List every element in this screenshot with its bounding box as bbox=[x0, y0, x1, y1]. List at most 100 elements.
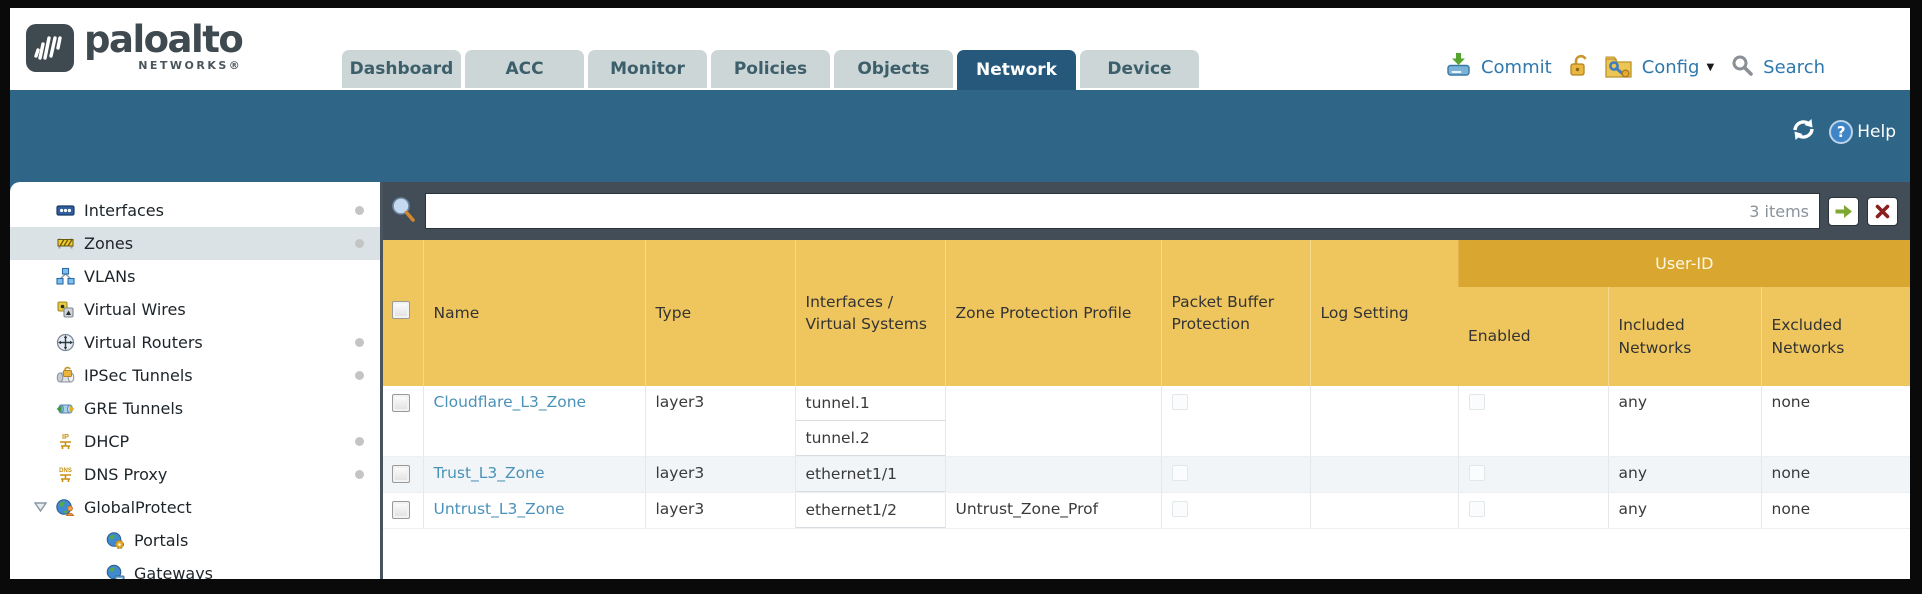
zone-name-link[interactable]: Untrust_L3_Zone bbox=[433, 500, 565, 518]
top-actions: Commit Config ▼ bbox=[1445, 52, 1825, 83]
row-checkbox[interactable] bbox=[392, 501, 410, 519]
zone-type: layer3 bbox=[644, 492, 795, 529]
sidebar-item-ipsec-tunnels[interactable]: IPSec Tunnels bbox=[10, 359, 380, 392]
status-dot bbox=[355, 239, 364, 248]
interface-value: ethernet1/2 bbox=[795, 493, 945, 528]
zone-protection-profile bbox=[944, 456, 1161, 493]
col-header-interfaces[interactable]: Interfaces / Virtual Systems bbox=[794, 240, 945, 386]
enabled-checkbox[interactable] bbox=[1468, 465, 1485, 481]
row-checkbox[interactable] bbox=[392, 465, 410, 483]
search-button[interactable]: Search bbox=[1763, 57, 1825, 78]
expand-triangle-icon[interactable] bbox=[34, 501, 47, 514]
brand-sub: NETWORKS® bbox=[138, 58, 243, 72]
sidebar-item-virtual-routers[interactable]: Virtual Routers bbox=[10, 326, 380, 359]
log-setting bbox=[1309, 492, 1458, 529]
col-header-packet-buffer-protection[interactable]: Packet Buffer Protection bbox=[1160, 240, 1310, 386]
row-checkbox[interactable] bbox=[392, 394, 410, 412]
config-icon[interactable] bbox=[1604, 53, 1633, 83]
table-row: Cloudflare_L3_Zone layer3 tunnel.1 tunne… bbox=[383, 386, 1910, 457]
help-label: Help bbox=[1857, 121, 1896, 142]
sidebar-item-dns-proxy[interactable]: DNS DNS Proxy bbox=[10, 458, 380, 491]
sidebar-item-portals[interactable]: Portals bbox=[10, 524, 380, 557]
network-sidebar: Interfaces Zones VLANs bbox=[10, 182, 380, 579]
interface-value: tunnel.2 bbox=[795, 421, 945, 456]
sidebar-label: Virtual Wires bbox=[84, 300, 186, 319]
tab-objects[interactable]: Objects bbox=[834, 50, 953, 88]
search-icon[interactable] bbox=[1731, 54, 1754, 81]
excluded-networks: none bbox=[1760, 492, 1910, 529]
tab-device[interactable]: Device bbox=[1080, 50, 1199, 88]
commit-button[interactable]: Commit bbox=[1480, 57, 1552, 78]
tab-policies[interactable]: Policies bbox=[711, 50, 830, 88]
sidebar-label: IPSec Tunnels bbox=[84, 366, 193, 385]
select-all-checkbox[interactable] bbox=[392, 300, 410, 319]
sidebar-label: Virtual Routers bbox=[84, 333, 203, 352]
lock-icon[interactable] bbox=[1567, 53, 1591, 83]
zone-name-link[interactable]: Trust_L3_Zone bbox=[433, 464, 545, 482]
apply-filter-button[interactable] bbox=[1828, 196, 1859, 226]
sidebar-label: DHCP bbox=[84, 432, 130, 451]
col-header-name[interactable]: Name bbox=[422, 240, 645, 386]
sidebar-label: Gateways bbox=[134, 564, 214, 579]
filter-search-icon[interactable] bbox=[389, 194, 417, 228]
sidebar-item-zones[interactable]: Zones bbox=[10, 227, 380, 260]
tab-acc[interactable]: ACC bbox=[465, 50, 584, 88]
sidebar-item-gre-tunnels[interactable]: GRE Tunnels bbox=[10, 392, 380, 425]
config-button[interactable]: Config bbox=[1641, 57, 1700, 78]
config-dropdown-caret[interactable]: ▼ bbox=[1706, 62, 1715, 73]
sidebar-label: GlobalProtect bbox=[84, 498, 192, 517]
brand-name: paloalto bbox=[84, 18, 244, 61]
included-networks: any bbox=[1607, 492, 1761, 529]
help-button[interactable]: ? Help bbox=[1829, 119, 1896, 144]
zone-type: layer3 bbox=[644, 456, 795, 493]
virtual-wires-icon bbox=[57, 301, 74, 318]
ipsec-tunnels-icon bbox=[56, 366, 75, 383]
virtual-routers-icon bbox=[56, 333, 75, 352]
excluded-networks: none bbox=[1760, 456, 1910, 493]
sidebar-item-vlans[interactable]: VLANs bbox=[10, 260, 380, 293]
help-icon: ? bbox=[1829, 119, 1854, 144]
col-header-zone-protection-profile[interactable]: Zone Protection Profile bbox=[944, 240, 1161, 386]
enabled-checkbox[interactable] bbox=[1468, 501, 1485, 517]
col-header-included-networks[interactable]: Included Networks bbox=[1607, 287, 1761, 386]
sidebar-label: DNS Proxy bbox=[84, 465, 168, 484]
select-all-header bbox=[383, 240, 423, 386]
sidebar-item-interfaces[interactable]: Interfaces bbox=[10, 194, 380, 227]
col-header-excluded-networks[interactable]: Excluded Networks bbox=[1760, 287, 1910, 386]
zones-table-wrap: Name Type Interfaces / Virtual Systems Z… bbox=[383, 240, 1910, 579]
col-header-type[interactable]: Type bbox=[644, 240, 795, 386]
col-header-log-setting[interactable]: Log Setting bbox=[1309, 240, 1458, 386]
tab-network[interactable]: Network bbox=[957, 50, 1076, 90]
user-id-group-header: User-ID bbox=[1457, 240, 1910, 287]
sidebar-label: GRE Tunnels bbox=[84, 399, 184, 418]
sidebar-item-dhcp[interactable]: IP DHCP bbox=[10, 425, 380, 458]
gateways-icon bbox=[106, 564, 125, 579]
packet-buffer-checkbox[interactable] bbox=[1171, 465, 1188, 481]
col-header-enabled[interactable]: Enabled bbox=[1458, 287, 1608, 386]
zone-type: layer3 bbox=[644, 386, 795, 457]
status-dot bbox=[355, 437, 364, 446]
refresh-icon[interactable] bbox=[1790, 117, 1817, 146]
sidebar-item-globalprotect[interactable]: GlobalProtect bbox=[10, 491, 380, 524]
interfaces-icon bbox=[56, 205, 75, 216]
excluded-networks: none bbox=[1760, 386, 1910, 457]
table-row: Trust_L3_Zone layer3 ethernet1/1 any non… bbox=[383, 456, 1910, 493]
packet-buffer-checkbox[interactable] bbox=[1171, 501, 1188, 517]
filter-search-box: 3 items bbox=[425, 193, 1820, 229]
zone-protection-profile bbox=[944, 386, 1161, 457]
sidebar-item-gateways[interactable]: Gateways bbox=[10, 557, 380, 579]
paloalto-logo-icon bbox=[26, 24, 74, 72]
app-window: paloalto NETWORKS® Dashboard ACC Monitor… bbox=[10, 8, 1910, 579]
tab-dashboard[interactable]: Dashboard bbox=[342, 50, 461, 88]
packet-buffer-checkbox[interactable] bbox=[1171, 394, 1188, 410]
clear-filter-button[interactable] bbox=[1867, 196, 1898, 226]
commit-icon[interactable] bbox=[1445, 52, 1472, 83]
filter-search-input[interactable] bbox=[436, 202, 1750, 220]
sidebar-item-virtual-wires[interactable]: Virtual Wires bbox=[10, 293, 380, 326]
zone-name-link[interactable]: Cloudflare_L3_Zone bbox=[433, 393, 587, 411]
tab-monitor[interactable]: Monitor bbox=[588, 50, 707, 88]
top-bar: paloalto NETWORKS® Dashboard ACC Monitor… bbox=[10, 8, 1910, 90]
enabled-checkbox[interactable] bbox=[1468, 394, 1485, 410]
filter-toolbar: 3 items bbox=[383, 182, 1910, 240]
